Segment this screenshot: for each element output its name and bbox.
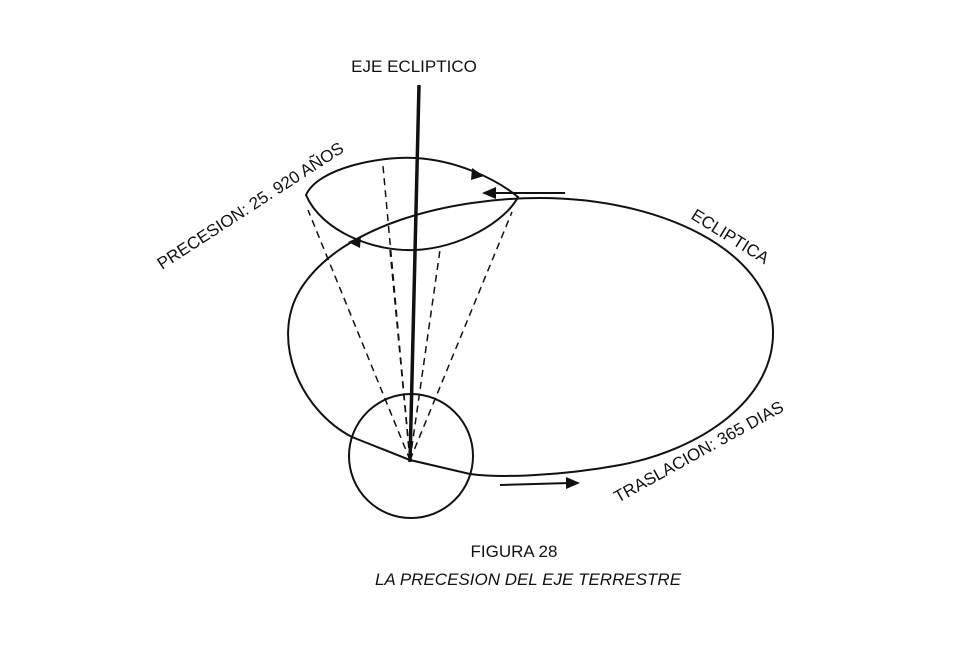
arrow-head-icon bbox=[348, 236, 361, 248]
precession-label: PRECESION: 25. 920 AÑOS bbox=[154, 139, 347, 274]
precession-cone-lines bbox=[307, 165, 513, 461]
figure-title: LA PRECESION DEL EJE TERRESTRE bbox=[375, 570, 682, 589]
arrow-head-icon bbox=[471, 168, 484, 180]
arrow-translation-line bbox=[499, 482, 571, 486]
arrow-head-icon bbox=[482, 187, 496, 199]
figure-number: FIGURA 28 bbox=[471, 542, 558, 561]
axis-label: EJE ECLIPTICO bbox=[351, 57, 477, 76]
ecliptic-label: ECLIPTICA bbox=[688, 205, 773, 268]
arrow-head-icon bbox=[566, 477, 580, 489]
precession-loop bbox=[304, 156, 520, 252]
ecliptic-orbit bbox=[287, 196, 775, 477]
translation-label: TRASLACION: 365 DIAS bbox=[611, 397, 787, 506]
ecliptic-axis bbox=[408, 84, 421, 463]
